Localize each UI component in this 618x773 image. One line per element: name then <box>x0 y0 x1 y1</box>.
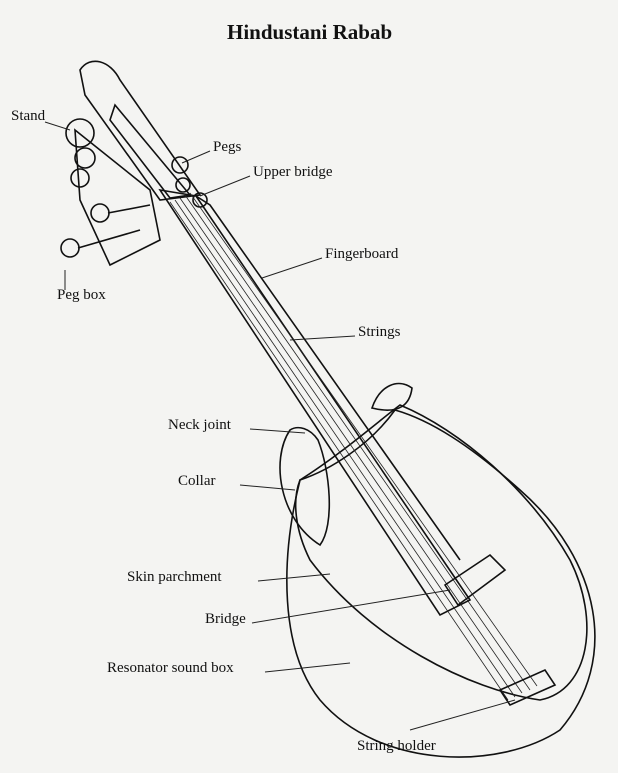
label-peg-box: Peg box <box>57 287 106 303</box>
string-holder-shape <box>498 668 557 707</box>
bridge-shape <box>443 553 507 607</box>
strings <box>169 192 538 701</box>
label-pegs: Pegs <box>213 139 242 155</box>
diagram-title: Hindustani Rabab <box>227 20 392 44</box>
label-string-holder: String holder <box>357 738 436 754</box>
collar-shape <box>279 426 331 547</box>
resonator-body <box>286 404 596 758</box>
collar-right-shape <box>370 382 413 411</box>
label-collar: Collar <box>178 473 216 489</box>
label-neck-joint: Neck joint <box>168 417 232 433</box>
label-bridge: Bridge <box>205 611 246 627</box>
neck <box>158 188 472 617</box>
leader-lines <box>44 121 516 731</box>
label-stand: Stand <box>11 108 46 124</box>
label-strings: Strings <box>358 324 401 340</box>
label-skin-parchment: Skin parchment <box>127 569 222 585</box>
label-upper-bridge: Upper bridge <box>253 164 333 180</box>
peg-box <box>60 60 208 267</box>
label-fingerboard: Fingerboard <box>325 246 399 262</box>
label-resonator-sound-box: Resonator sound box <box>107 660 234 676</box>
